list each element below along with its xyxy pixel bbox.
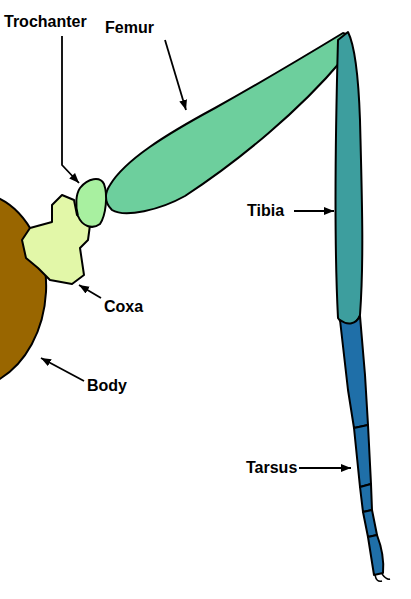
tarsus-shape <box>340 316 383 575</box>
part-label: Trochanter <box>3 12 88 32</box>
trochanter-shape <box>76 179 106 227</box>
part-label: Tibia <box>246 201 285 221</box>
part-label: Body <box>86 376 128 396</box>
tibia-shape <box>336 32 363 324</box>
leader-lines <box>41 36 351 468</box>
femur-shape <box>106 33 350 213</box>
part-label: Tarsus <box>245 458 298 478</box>
part-label: Coxa <box>103 297 144 317</box>
part-label: Femur <box>104 18 155 38</box>
